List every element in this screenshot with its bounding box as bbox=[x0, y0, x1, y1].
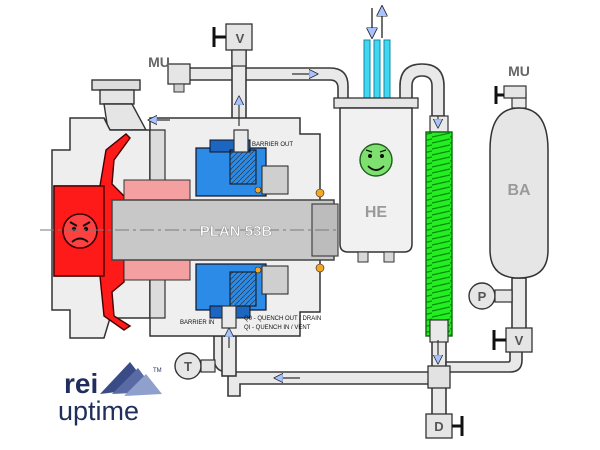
flow-arrows bbox=[150, 74, 438, 378]
pressure-gauge: P bbox=[468, 282, 513, 310]
temperature-gauge: T bbox=[174, 352, 216, 380]
drain-valve: D bbox=[425, 413, 464, 439]
angry-face-icon bbox=[62, 213, 98, 249]
smiling-face-icon bbox=[359, 143, 393, 177]
he-label: HE bbox=[365, 204, 388, 221]
v-right-label: V bbox=[515, 333, 524, 348]
pump-casing bbox=[51, 79, 151, 339]
t-label: T bbox=[184, 359, 192, 374]
rei-uptime-logo: rei uptime TM bbox=[58, 362, 162, 426]
mu-top-fitting: MU bbox=[148, 54, 191, 93]
logo-brand-bottom: uptime bbox=[58, 396, 139, 426]
mu-right-label: MU bbox=[508, 63, 530, 79]
heat-exchanger: HE bbox=[333, 8, 419, 263]
mu-top-label: MU bbox=[148, 54, 170, 70]
valve-right: V bbox=[492, 327, 533, 353]
bladder-accumulator: BA bbox=[489, 91, 549, 279]
ba-label: BA bbox=[507, 182, 531, 199]
p-label: P bbox=[478, 289, 487, 304]
logo-tm: TM bbox=[153, 368, 162, 374]
plan-title: PLAN 53B bbox=[200, 223, 273, 240]
logo-brand-top: rei bbox=[64, 368, 98, 399]
pump-shaft bbox=[40, 199, 345, 261]
finned-cooler bbox=[425, 115, 453, 343]
barrier-out-label: BARRIER OUT bbox=[252, 142, 293, 148]
barrier-in-label: BARRIER IN bbox=[180, 320, 214, 326]
valve-top: V bbox=[212, 23, 253, 67]
v-top-label: V bbox=[236, 31, 245, 46]
quench-in-label: QI - QUENCH IN / VENT bbox=[244, 325, 311, 331]
quench-out-label: Q0 - QUENCH OUT / DRAIN bbox=[244, 316, 321, 322]
d-label: D bbox=[434, 419, 443, 434]
mu-right-fitting: MU bbox=[494, 63, 530, 104]
